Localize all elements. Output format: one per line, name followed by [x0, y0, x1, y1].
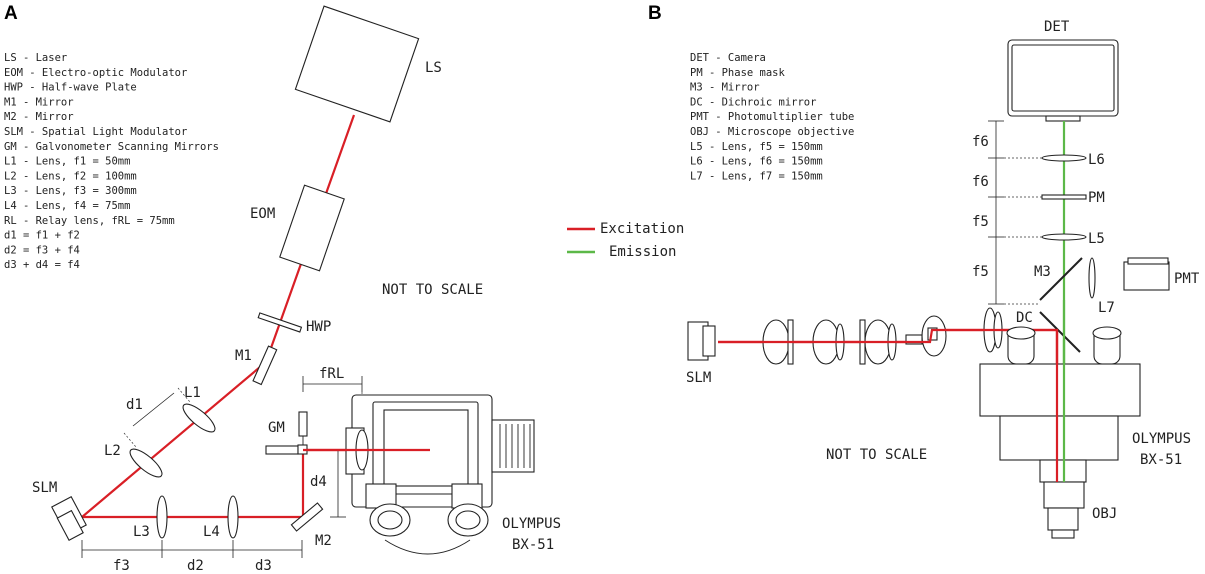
label-d3: d3: [255, 558, 272, 574]
photomultiplier-tube: [1123, 257, 1170, 291]
legend-b-item: OBJ - Microscope objective: [690, 126, 854, 138]
label-l5: L5: [1088, 231, 1105, 247]
microscope-b-line2: BX-51: [1140, 452, 1182, 468]
microscope-a-line2: BX-51: [512, 537, 554, 553]
legend-a-item: M2 - Mirror: [4, 111, 74, 123]
label-f5-b: f5: [972, 264, 989, 280]
label-pmt: PMT: [1174, 271, 1200, 287]
bottom-dimensions-a: [81, 540, 303, 558]
excitation-key-label: Excitation: [600, 221, 684, 237]
label-hwp: HWP: [306, 319, 331, 335]
galvo-mirrors: [265, 411, 308, 455]
legend-a-item: d2 = f3 + f4: [4, 244, 80, 256]
dimension-d4: [330, 449, 346, 518]
label-l4: L4: [203, 524, 220, 540]
legend-a-item: L3 - Lens, f3 = 300mm: [4, 185, 137, 197]
lens-l2: [129, 448, 163, 478]
legend-a-item: SLM - Spatial Light Modulator: [4, 126, 187, 138]
not-to-scale-b: NOT TO SCALE: [826, 447, 927, 463]
label-l1: L1: [184, 385, 201, 401]
emission-key-label: Emission: [609, 244, 676, 260]
phase-mask: [1041, 194, 1087, 200]
lens-l4: [227, 495, 239, 539]
not-to-scale-a: NOT TO SCALE: [382, 282, 483, 298]
beam-key: Excitation Emission: [567, 221, 684, 260]
camera-det: [1007, 39, 1119, 122]
legend-b-item: PM - Phase mask: [690, 67, 786, 79]
label-f5-a: f5: [972, 214, 989, 230]
label-eom: EOM: [250, 206, 275, 222]
label-m3: M3: [1034, 264, 1051, 280]
legend-b-item: M3 - Mirror: [690, 82, 760, 94]
legend-a-item: L4 - Lens, f4 = 75mm: [4, 200, 130, 212]
panel-a-letter: A: [4, 3, 18, 24]
lens-l5: [1041, 233, 1087, 241]
dimension-d1: [123, 387, 191, 448]
lens-l7: [1088, 257, 1096, 299]
label-ls: LS: [425, 60, 442, 76]
label-f6-b: f6: [972, 174, 989, 190]
eom: [279, 184, 345, 272]
microscope-b-line1: OLYMPUS: [1132, 431, 1191, 447]
legend-a-item: M1 - Mirror: [4, 96, 74, 108]
label-l6: L6: [1088, 152, 1105, 168]
label-l2: L2: [104, 443, 121, 459]
slm-a: [51, 495, 87, 541]
label-m2: M2: [315, 533, 332, 549]
panel-b-legend: DET - Camera PM - Phase mask M3 - MirrorDC…: [690, 52, 854, 182]
label-dc: DC: [1016, 310, 1033, 326]
legend-b-item: L6 - Lens, f6 = 150mm: [690, 156, 823, 168]
slm-b: [687, 321, 716, 361]
laser-ls: [294, 5, 420, 123]
panel-b: B DET - Camera PM - Phase mask M3 - Mirror…: [648, 3, 1200, 539]
legend-a-item: GM - Galvonometer Scanning Mirrors: [4, 141, 219, 153]
label-det: DET: [1044, 19, 1070, 35]
legend-b-item: PMT - Photomultiplier tube: [690, 111, 854, 123]
label-slm-b: SLM: [686, 370, 711, 386]
label-l7: L7: [1098, 300, 1115, 316]
microscope-a-line1: OLYMPUS: [502, 516, 561, 532]
label-pm: PM: [1088, 190, 1105, 206]
legend-b-item: DC - Dichroic mirror: [690, 96, 816, 108]
label-obj: OBJ: [1092, 506, 1117, 522]
label-d4: d4: [310, 474, 327, 490]
mirror-m3: [1039, 257, 1083, 301]
focal-dimensions-b: [988, 120, 1042, 305]
legend-a-item: LS - Laser: [4, 52, 67, 64]
half-wave-plate: [257, 312, 303, 333]
label-d2: d2: [187, 558, 204, 574]
legend-b-item: DET - Camera: [690, 52, 766, 64]
lens-l1: [182, 403, 216, 433]
label-frl: fRL: [319, 366, 344, 382]
relay-lenses-b: [762, 307, 1003, 365]
label-m1: M1: [235, 348, 252, 364]
panel-b-letter: B: [648, 3, 662, 24]
legend-b-item: L7 - Lens, f7 = 150mm: [690, 170, 823, 182]
legend-b-item: L5 - Lens, f5 = 150mm: [690, 141, 823, 153]
dichroic-dc: [1039, 311, 1081, 353]
mirror-m1: [252, 345, 278, 386]
microscope-b: [979, 326, 1141, 539]
legend-a-item: L2 - Lens, f2 = 100mm: [4, 170, 137, 182]
label-slm-a: SLM: [32, 480, 57, 496]
legend-a-item: d3 + d4 = f4: [4, 259, 80, 271]
label-gm: GM: [268, 420, 285, 436]
legend-a-item: L1 - Lens, f1 = 50mm: [4, 156, 130, 168]
legend-a-item: d1 = f1 + f2: [4, 230, 80, 242]
lens-l3: [156, 495, 168, 539]
legend-a-item: HWP - Half-wave Plate: [4, 82, 137, 94]
legend-a-item: RL - Relay lens, fRL = 75mm: [4, 215, 175, 227]
mirror-m2: [290, 502, 324, 532]
label-l3: L3: [133, 524, 150, 540]
lens-l6: [1041, 154, 1087, 162]
label-f6-a: f6: [972, 134, 989, 150]
legend-a-item: EOM - Electro-optic Modulator: [4, 67, 187, 79]
label-d1: d1: [126, 397, 143, 413]
label-f3: f3: [113, 558, 130, 574]
